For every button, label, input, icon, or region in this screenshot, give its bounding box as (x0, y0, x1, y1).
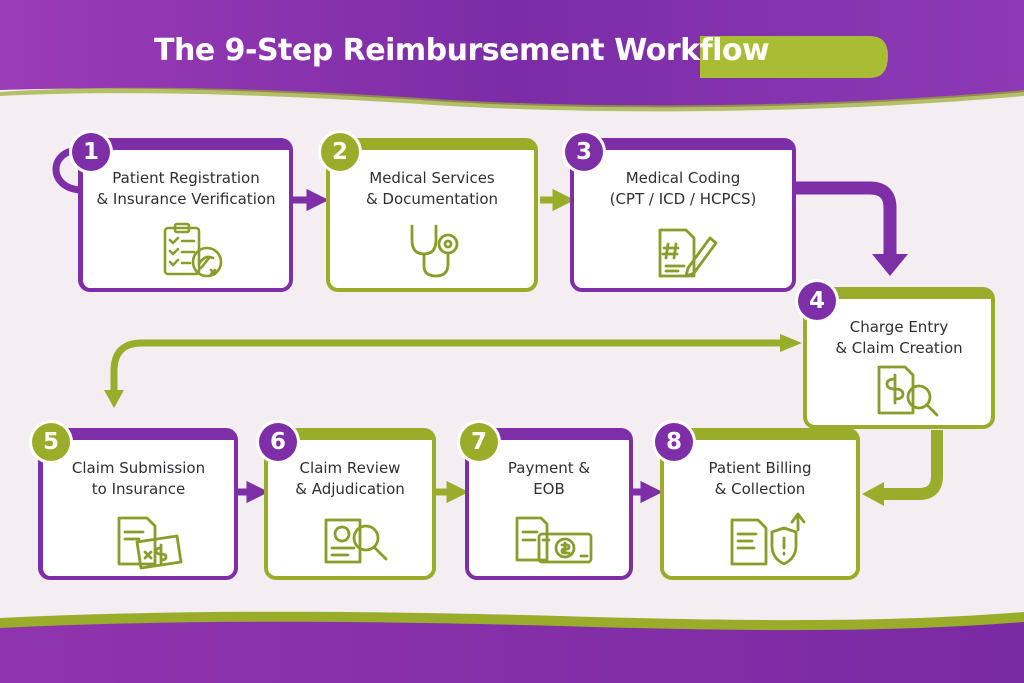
dollar-document-magnifier-icon (877, 365, 939, 417)
step-label: Charge Entry & Claim Creation (835, 318, 963, 357)
step-label: Claim Review & Adjudication (295, 459, 405, 498)
arrow-4-to-5 (110, 339, 780, 392)
coding-document-pencil-icon (658, 228, 718, 278)
arrow-3-to-4 (795, 181, 897, 256)
step-label: Payment & EOB (507, 459, 591, 498)
step-card-8[interactable]: Patient Billing & Collection (660, 428, 860, 580)
step-number-badge-5: 5 (32, 423, 70, 461)
stethoscope-icon (410, 224, 459, 278)
step-number-badge-1: 1 (72, 133, 110, 171)
arrow-4-to-8 (882, 430, 943, 500)
step-number-badge-7: 7 (460, 423, 498, 461)
step1-loop-connector (52, 146, 84, 194)
step-card-2[interactable]: Medical Services & Documentation (326, 138, 538, 292)
step-card-3[interactable]: Medical Coding (CPT / ICD / HCPCS) (570, 138, 796, 292)
step-label: Patient Billing & Collection (708, 459, 812, 498)
header-green-accent (0, 87, 1024, 112)
step-card-6[interactable]: Claim Review & Adjudication (264, 428, 436, 580)
step-card-5[interactable]: Claim Submission to Insurance (38, 428, 238, 580)
step-label: Claim Submission to Insurance (71, 459, 206, 498)
step-label: Medical Coding (CPT / ICD / HCPCS) (609, 169, 757, 208)
step-number-badge-4: 4 (798, 282, 836, 320)
footer-band (0, 621, 1024, 683)
step-number-badge-8: 8 (655, 423, 693, 461)
payment-cash-icon (515, 516, 593, 564)
title-highlight (700, 36, 888, 78)
step-card-4[interactable]: Charge Entry & Claim Creation (803, 287, 995, 429)
claim-form-check-icon (117, 516, 183, 570)
checklist-verification-icon (163, 222, 223, 278)
step-card-1[interactable]: Patient Registration & Insurance Verific… (78, 138, 293, 292)
step-number-badge-2: 2 (321, 133, 359, 171)
billing-shield-icon (730, 512, 806, 566)
step-label: Patient Registration & Insurance Verific… (96, 169, 276, 208)
step-number-badge-3: 3 (565, 133, 603, 171)
step-number-badge-6: 6 (259, 423, 297, 461)
header-band (0, 0, 1024, 108)
review-magnifier-icon (324, 518, 388, 564)
step-label: Medical Services & Documentation (365, 169, 499, 208)
page-title: The 9-Step Reimbursement Workflow (154, 33, 770, 68)
